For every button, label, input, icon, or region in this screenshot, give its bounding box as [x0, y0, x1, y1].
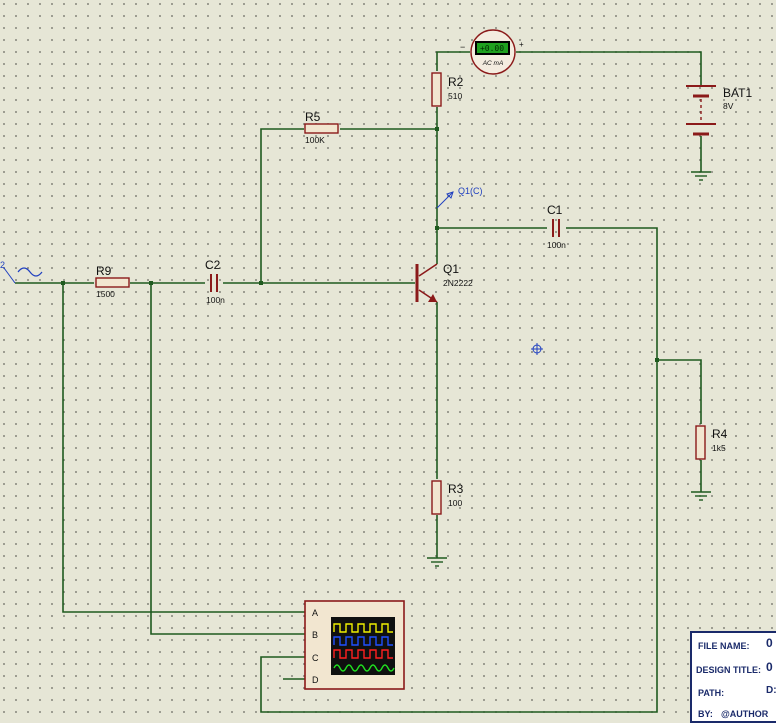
bat1-value: 8V: [723, 101, 734, 111]
ammeter-unit: AC mA: [482, 60, 504, 67]
r5-ref: R5: [305, 110, 321, 124]
junctions: [61, 127, 659, 362]
capacitor-c2[interactable]: C2 100n: [205, 258, 225, 305]
trace-a-icon: [333, 623, 393, 633]
r2-ref: R2: [448, 75, 464, 89]
battery-bat1[interactable]: BAT1 8V: [686, 85, 752, 136]
scope-channel-c: C: [312, 653, 319, 663]
c2-value: 100n: [206, 295, 225, 305]
generator-label: 2: [0, 260, 5, 270]
r4-ref: R4: [712, 427, 728, 441]
resistor-r4[interactable]: R4 1k5: [695, 425, 728, 460]
r9-value: 1500: [96, 289, 115, 299]
file-name-label: FILE NAME:: [698, 641, 750, 651]
path-label: PATH:: [698, 688, 725, 698]
r9-ref: R9: [96, 264, 112, 278]
wire-r4-top: [657, 359, 702, 424]
design-title-value: 0: [766, 660, 773, 674]
c1-value: 100n: [547, 240, 566, 250]
ammeter-plus: +: [519, 40, 524, 49]
path-value: D:: [766, 685, 776, 696]
q1-ref: Q1: [443, 262, 459, 276]
ammeter-minus: −: [460, 42, 465, 52]
by-label: BY:: [698, 709, 713, 719]
resistor-r2[interactable]: R2 510: [431, 72, 464, 107]
wire-scope-a: [62, 283, 305, 613]
r2-value: 510: [448, 91, 462, 101]
r5-value: 100K: [305, 135, 325, 145]
ground-icon: [427, 557, 447, 567]
bat1-ref: BAT1: [723, 86, 752, 100]
trace-b-icon: [333, 636, 393, 646]
c1-ref: C1: [547, 203, 563, 217]
scope-channel-a: A: [312, 608, 318, 618]
title-block: FILE NAME: 0 DESIGN TITLE: 0 PATH: D: BY…: [690, 631, 776, 723]
file-name-value: 0: [766, 636, 773, 650]
wire-output: [260, 227, 658, 713]
trace-d-icon: [333, 664, 395, 672]
r3-ref: R3: [448, 482, 464, 496]
wires: [15, 51, 702, 713]
wire-bat-top: [516, 51, 702, 85]
capacitor-c1[interactable]: C1 100n: [547, 203, 566, 250]
grounds: [427, 171, 711, 567]
wire-r2-top: [436, 51, 470, 71]
by-value: @AUTHOR: [721, 709, 769, 719]
oscilloscope[interactable]: A B C D: [304, 600, 405, 690]
scope-channel-d: D: [312, 675, 319, 685]
resistor-r3[interactable]: R3 100: [431, 480, 464, 515]
ground-icon: [691, 171, 711, 181]
wire-r5-left: [260, 128, 304, 283]
resistor-r9[interactable]: R9 1500: [95, 264, 130, 299]
c2-ref: C2: [205, 258, 221, 272]
probe-label: Q1(C): [458, 186, 483, 196]
wire-scope-b: [150, 283, 305, 635]
trace-c-icon: [333, 649, 393, 659]
signal-generator[interactable]: 2: [0, 260, 43, 284]
crosshair-icon: [531, 343, 543, 355]
ammeter[interactable]: +0.00 AC mA − +: [460, 29, 524, 75]
r3-value: 100: [448, 498, 462, 508]
scope-channel-b: B: [312, 630, 318, 640]
ground-icon: [691, 491, 711, 501]
q1-value: 2N2222: [443, 278, 473, 288]
sine-icon: [17, 267, 43, 277]
resistor-r5[interactable]: R5 100K: [304, 110, 339, 145]
voltage-probe-q1c[interactable]: Q1(C): [436, 186, 483, 209]
ammeter-reading: +0.00: [480, 44, 504, 53]
r4-value: 1k5: [712, 443, 726, 453]
transistor-q1[interactable]: Q1 2N2222: [415, 262, 473, 303]
design-title-label: DESIGN TITLE:: [696, 665, 761, 675]
